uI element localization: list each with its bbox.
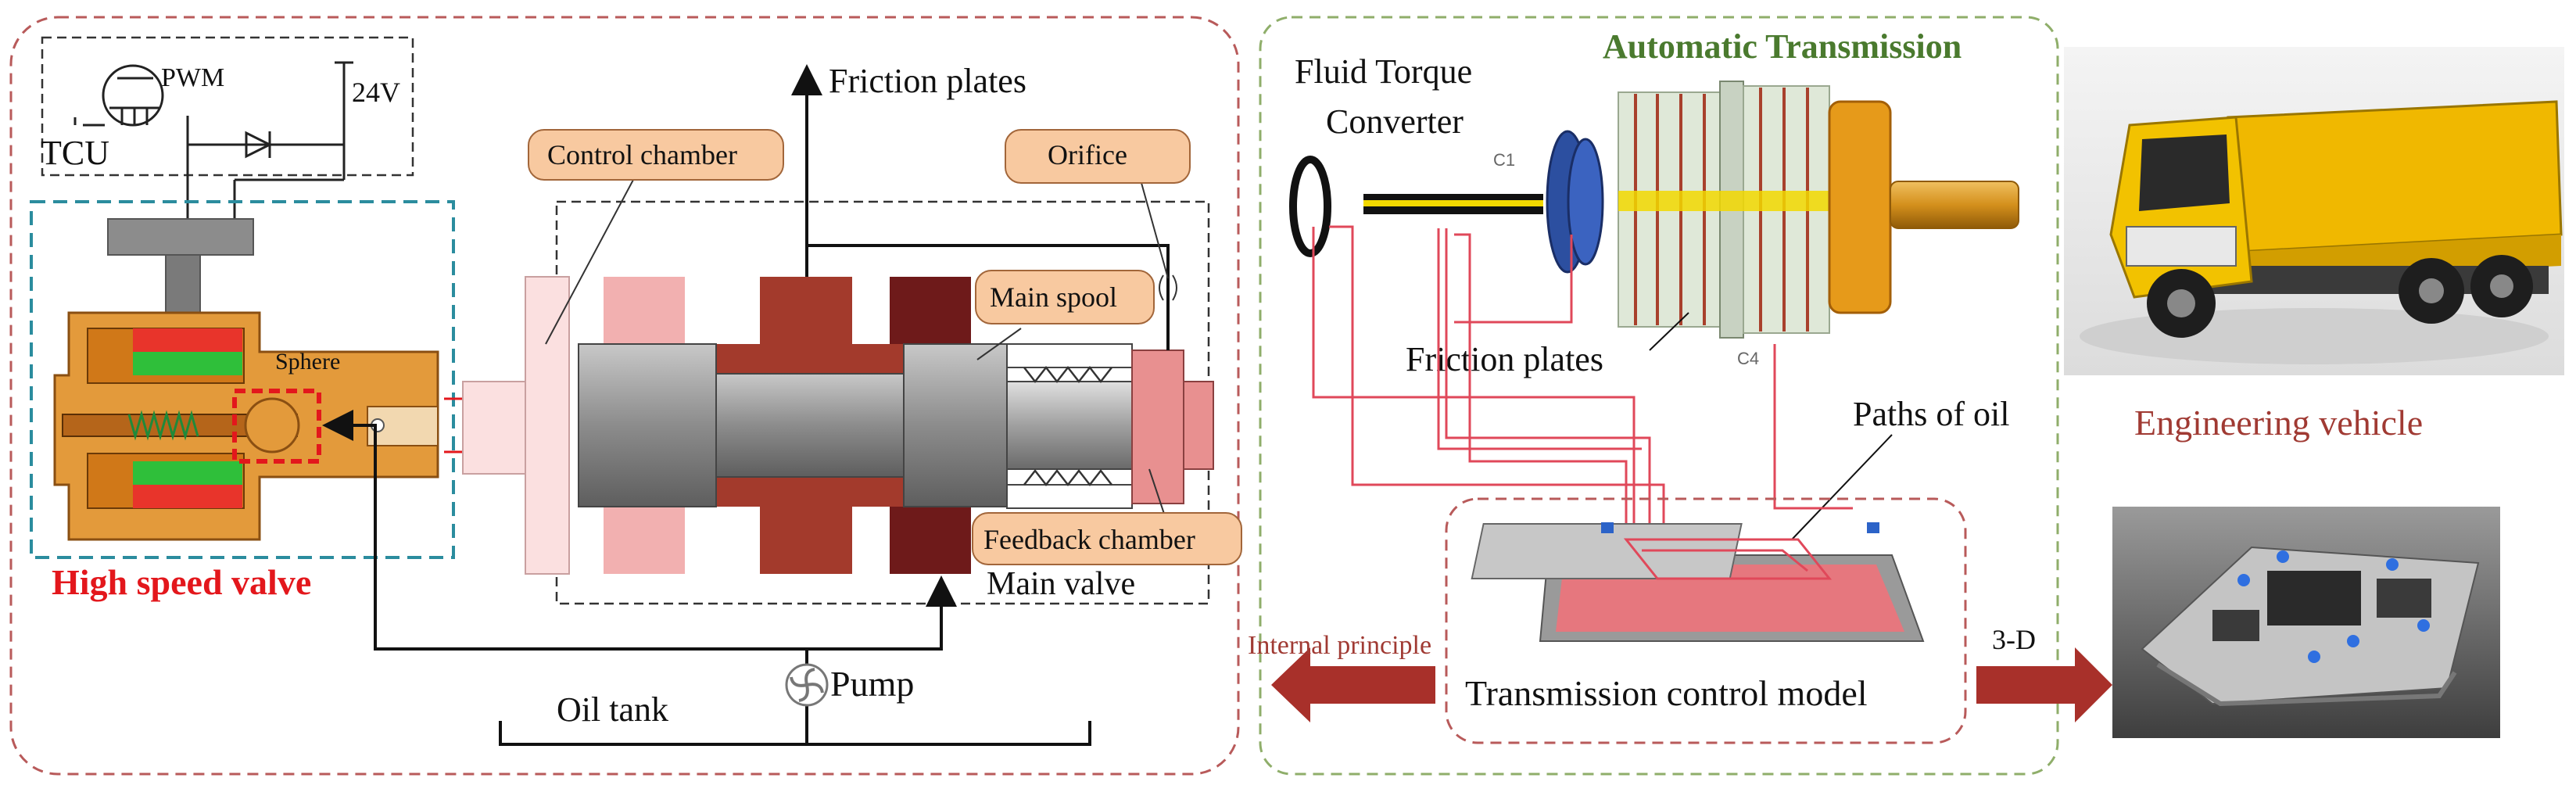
pump-label: Pump bbox=[830, 664, 914, 704]
main-spool-label: Main spool bbox=[990, 281, 1117, 313]
c1-label: C1 bbox=[1493, 150, 1515, 170]
fluid-torque-converter-label-2: Converter bbox=[1326, 102, 1464, 141]
sphere-label: Sphere bbox=[275, 349, 340, 375]
paths-of-oil-label: Paths of oil bbox=[1853, 395, 2009, 433]
main-spool-callout bbox=[975, 270, 1155, 360]
high-speed-valve-label: High speed valve bbox=[52, 562, 311, 602]
oil-tank-label: Oil tank bbox=[557, 690, 668, 729]
friction-plates-label-left: Friction plates bbox=[829, 62, 1026, 100]
right-panel-border bbox=[1259, 16, 2059, 776]
automatic-transmission-title: Automatic Transmission bbox=[1603, 27, 1962, 66]
high-speed-valve-box bbox=[30, 200, 455, 559]
three-d-label: 3-D bbox=[1992, 624, 2036, 655]
engineering-vehicle-label: Engineering vehicle bbox=[2134, 403, 2423, 443]
friction-plates-label-right: Friction plates bbox=[1406, 340, 1603, 378]
voltage-label: 24V bbox=[352, 77, 400, 108]
control-chamber-label: Control chamber bbox=[547, 139, 737, 170]
internal-principle-arrow bbox=[1271, 647, 1435, 722]
orifice-callout bbox=[1005, 129, 1191, 279]
left-panel-border bbox=[9, 16, 1240, 776]
fluid-torque-converter-label-1: Fluid Torque bbox=[1295, 52, 1472, 91]
truck-image bbox=[2064, 47, 2564, 375]
orifice-label: Orifice bbox=[1048, 139, 1127, 170]
transmission-drawing bbox=[1289, 81, 2019, 339]
tcu-label: TCU bbox=[41, 134, 109, 172]
internal-principle-label: Internal principle bbox=[1248, 631, 1431, 660]
valve-body-3d-image bbox=[2112, 507, 2500, 738]
transmission-control-model-drawing bbox=[1471, 522, 1925, 642]
control-chamber-callout bbox=[528, 129, 784, 345]
high-speed-valve-body bbox=[53, 218, 439, 541]
main-valve-pipes bbox=[322, 64, 1170, 746]
transmission-control-model-box bbox=[1445, 497, 1967, 744]
pump-icon bbox=[785, 663, 829, 707]
pwm-label: PWM bbox=[161, 63, 224, 92]
oil-paths bbox=[1312, 225, 1853, 539]
c4-label: C4 bbox=[1737, 349, 1759, 368]
main-valve-label: Main valve bbox=[987, 566, 1135, 602]
three-d-arrow bbox=[1976, 647, 2112, 722]
feedback-chamber-label: Feedback chamber bbox=[983, 524, 1195, 555]
transmission-control-model-label: Transmission control model bbox=[1465, 673, 1868, 713]
tcu-circuit bbox=[41, 36, 414, 235]
feedback-chamber-callout bbox=[972, 468, 1242, 565]
main-valve-body bbox=[462, 274, 1214, 575]
